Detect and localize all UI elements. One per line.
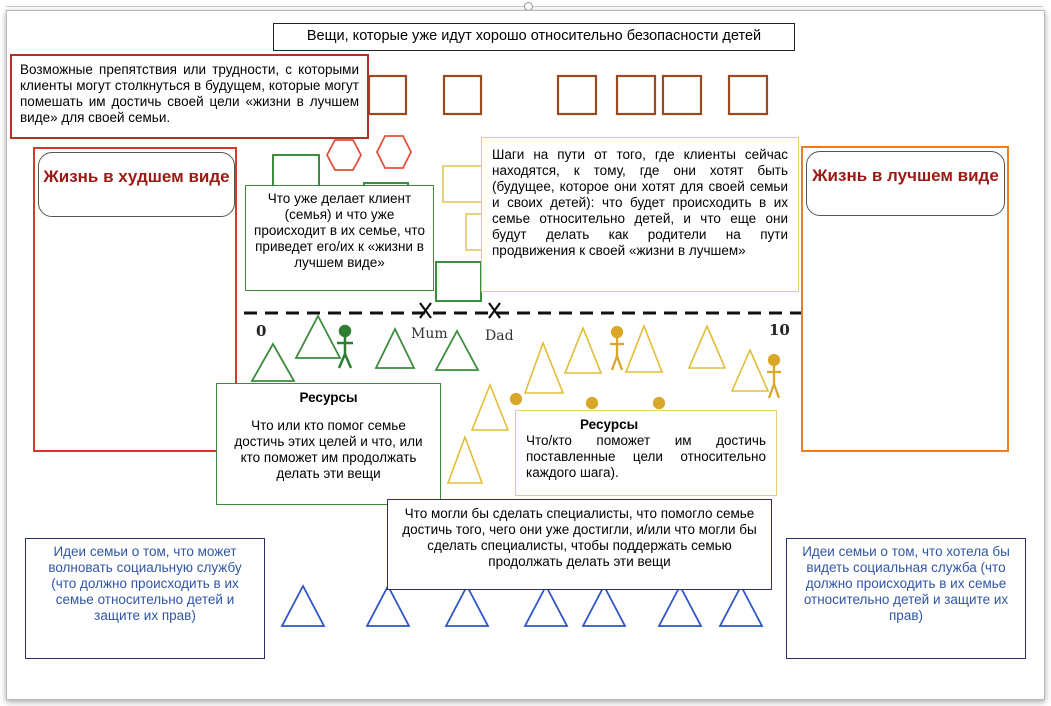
blue-triangle bbox=[444, 584, 490, 627]
resources-yellow-textbox: Ресурсы Что/кто поможет им достичь поста… bbox=[515, 410, 777, 496]
yellow-triangle bbox=[687, 323, 727, 369]
green-triangle bbox=[250, 342, 296, 382]
dad-label: Dad bbox=[485, 328, 514, 344]
resources-yellow-heading: Ресурсы bbox=[580, 417, 639, 432]
green-person-figure bbox=[337, 324, 353, 369]
client-doing-textbox: Что уже делает клиент (семья) и что уже … bbox=[245, 185, 434, 291]
blue-triangle bbox=[365, 584, 411, 627]
resources-yellow-text: Что/кто поможет им достичь поставленные … bbox=[526, 432, 766, 480]
red-hexagons bbox=[325, 135, 413, 171]
blue-triangle bbox=[718, 584, 764, 627]
worst-life-label: Жизнь в худшем виде bbox=[38, 152, 235, 217]
blue-triangle bbox=[657, 584, 703, 627]
yellow-square bbox=[442, 165, 484, 203]
blue-triangle bbox=[581, 584, 627, 627]
yellow-triangle bbox=[730, 348, 770, 392]
green-triangle bbox=[374, 326, 416, 369]
ideas-worry-textbox: Идеи семьи о том, что может волновать со… bbox=[25, 538, 265, 659]
red-hexagon bbox=[325, 139, 363, 171]
blue-triangle bbox=[280, 584, 326, 627]
yellow-person-head bbox=[652, 396, 666, 410]
yellow-triangle bbox=[446, 434, 484, 484]
resources-green-text: Что или кто помог семье достичь этих цел… bbox=[234, 417, 423, 481]
ideas-want-textbox: Идеи семьи о том, что хотела бы видеть с… bbox=[786, 538, 1026, 659]
green-triangle bbox=[294, 314, 342, 359]
worst-life-frame bbox=[33, 147, 237, 452]
yellow-person-head bbox=[509, 392, 523, 406]
brown-square bbox=[615, 74, 657, 116]
brown-squares bbox=[367, 74, 769, 116]
green-square bbox=[435, 261, 482, 302]
brown-square bbox=[661, 74, 703, 116]
yellow-person-figure bbox=[767, 353, 781, 399]
yellow-triangle bbox=[523, 340, 565, 394]
yellow-triangles bbox=[446, 323, 770, 484]
page-title: Вещи, которые уже идут хорошо относитель… bbox=[273, 23, 795, 51]
mum-label: Mum bbox=[411, 326, 448, 342]
best-life-frame bbox=[801, 146, 1009, 452]
yellow-triangle bbox=[563, 325, 603, 374]
blue-triangle bbox=[523, 584, 569, 627]
yellow-person-figure bbox=[610, 325, 624, 371]
green-triangle bbox=[434, 329, 480, 371]
yellow-person-head bbox=[585, 396, 599, 410]
yellow-triangle bbox=[624, 323, 664, 373]
best-life-label: Жизнь в лучшем виде bbox=[806, 151, 1005, 216]
brown-square bbox=[727, 74, 769, 116]
scale-max-label: 10 bbox=[769, 321, 790, 339]
blue-triangles bbox=[280, 584, 764, 627]
green-triangles bbox=[250, 314, 480, 382]
scale-markers bbox=[419, 302, 501, 319]
scale-min-label: 0 bbox=[256, 322, 267, 340]
specialists-textbox: Что могли бы сделать специалисты, что по… bbox=[387, 499, 772, 590]
yellow-person-figures bbox=[509, 325, 781, 410]
brown-square bbox=[442, 74, 483, 116]
yellow-triangle bbox=[470, 382, 510, 431]
steps-textbox: Шаги на пути от того, где клиенты сейчас… bbox=[481, 137, 799, 292]
resources-green-heading: Ресурсы bbox=[299, 390, 358, 405]
resources-green-textbox: Ресурсы Что или кто помог семье достичь … bbox=[216, 383, 441, 505]
red-hexagon bbox=[375, 135, 413, 169]
yellow-squares bbox=[442, 165, 487, 251]
brown-square bbox=[367, 74, 408, 116]
obstacles-textbox: Возможные препятствия или трудности, с к… bbox=[10, 54, 369, 139]
brown-square bbox=[556, 74, 598, 116]
